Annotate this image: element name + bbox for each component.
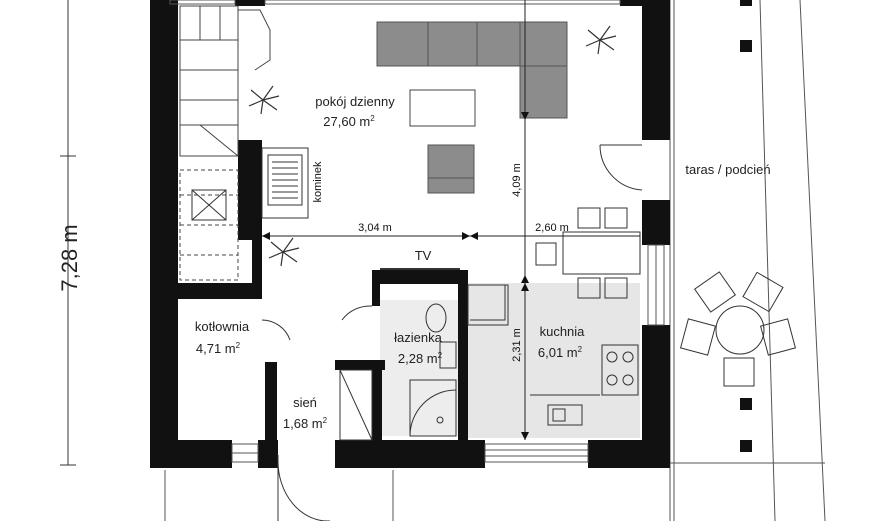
plant-icon xyxy=(585,25,617,55)
plant-icon xyxy=(248,85,280,115)
boiler-room-area: 4,71 m2 xyxy=(196,341,241,356)
dining-set xyxy=(535,207,641,299)
armchair xyxy=(427,144,475,194)
tv-label: TV xyxy=(415,248,432,263)
doors xyxy=(261,144,643,521)
kitchen-area: 6,01 m2 xyxy=(538,345,583,360)
staircase xyxy=(179,5,271,281)
dim-width-kitchen: 2,60 m xyxy=(535,222,569,234)
hall-closet xyxy=(339,369,373,441)
kitchen-counter xyxy=(467,284,639,426)
sofa xyxy=(376,21,568,119)
dim-height-kitchen: 2,31 m xyxy=(511,328,523,362)
dimension-lines xyxy=(262,0,640,440)
bathroom-name: łazienka xyxy=(394,330,442,345)
overall-dimension xyxy=(60,0,76,466)
kitchen-floor xyxy=(462,283,640,438)
living-room-name: pokój dzienny xyxy=(315,94,395,109)
plant-icon xyxy=(268,237,300,267)
kitchen-name: kuchnia xyxy=(540,324,586,339)
dim-width-living: 3,04 m xyxy=(358,222,392,234)
terrace-posts xyxy=(740,0,752,452)
dimension-ticks xyxy=(262,112,529,440)
dim-height-living: 4,09 m xyxy=(511,163,523,197)
bathroom-fixtures xyxy=(409,303,457,437)
entrance-outline xyxy=(164,470,394,521)
boiler-room-name: kotłownia xyxy=(195,319,250,334)
walls xyxy=(150,0,670,468)
living-room-area: 27,60 m2 xyxy=(323,114,375,129)
shaft xyxy=(191,189,227,221)
bathroom-area: 2,28 m2 xyxy=(398,351,443,366)
fireplace-label: kominek xyxy=(312,161,324,202)
overall-height-label: 7,28 m xyxy=(57,224,82,291)
fireplace xyxy=(261,147,309,219)
coffee-table xyxy=(409,89,476,127)
windows xyxy=(169,0,665,463)
hall-name: sień xyxy=(293,395,317,410)
terrace-name: taras / podcień xyxy=(685,162,770,177)
hall-area: 1,68 m2 xyxy=(283,416,328,431)
terrace-table-set xyxy=(679,271,797,387)
